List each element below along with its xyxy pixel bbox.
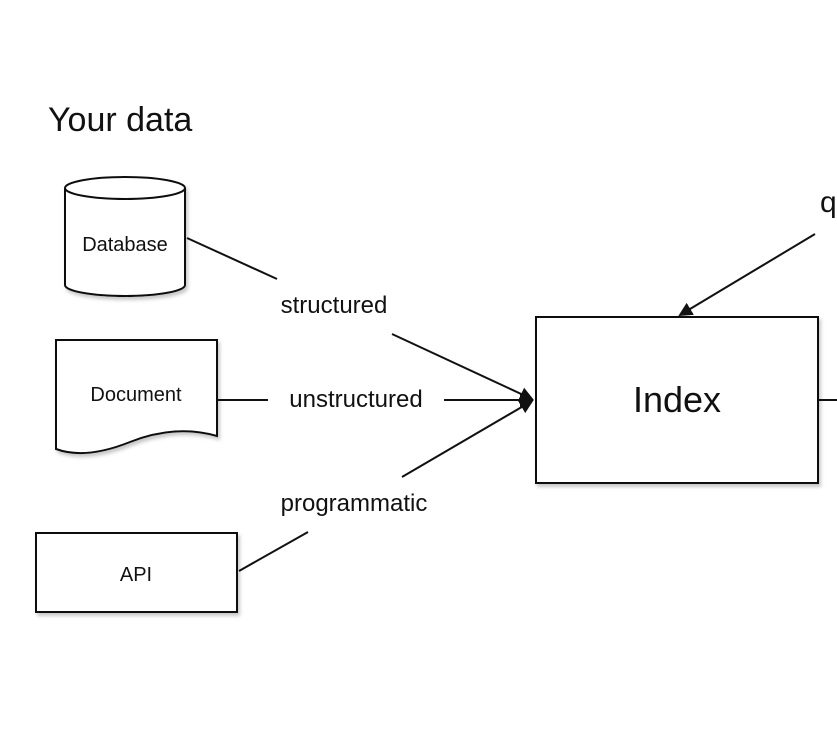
section-title: Your data [48,101,192,139]
programmatic-edge-segment-2 [401,399,534,478]
structured-edge-segment-1 [186,237,278,280]
programmatic-edge-label: programmatic [281,490,428,517]
query-edge [678,233,816,317]
query-label-fragment: q [820,186,837,219]
api-label: API [120,564,152,586]
database-label: Database [82,234,168,256]
structured-edge-label: structured [281,292,388,319]
document-label: Document [90,384,182,406]
index-node [535,316,819,484]
index-label: Index [633,379,721,420]
unstructured-edge-label: unstructured [289,386,422,413]
document-node [55,339,218,454]
api-node [35,532,238,613]
structured-edge-segment-2 [391,333,534,401]
database-node [64,176,186,297]
programmatic-edge-segment-1 [238,531,309,572]
